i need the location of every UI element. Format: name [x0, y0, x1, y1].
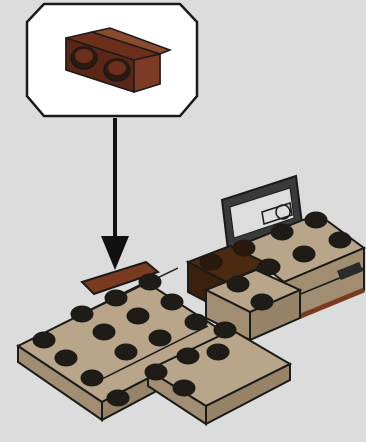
placement-arrow-down-icon	[101, 118, 129, 270]
parts-callout	[27, 4, 197, 116]
build-assembly-illustration	[18, 176, 364, 424]
